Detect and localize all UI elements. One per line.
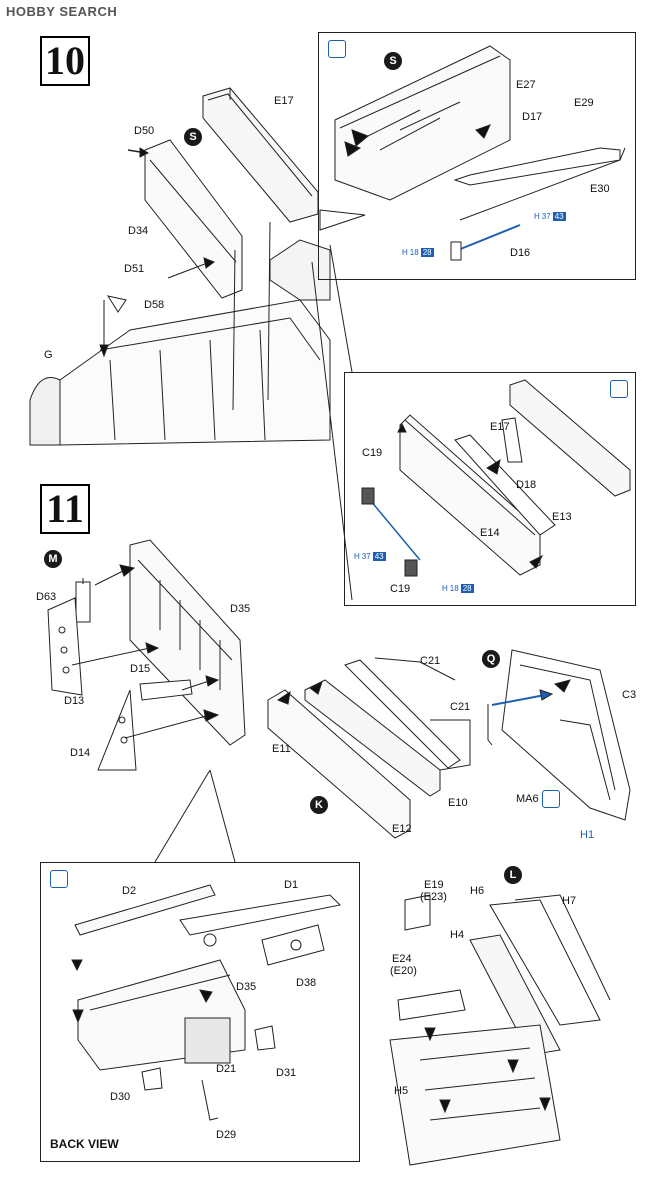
detail-inset-bottom — [344, 372, 636, 606]
paint-brush-icon — [610, 380, 628, 398]
detail-inset-top — [318, 32, 636, 280]
part-label-e10: E10 — [448, 797, 468, 809]
paint-drop-icon — [542, 790, 560, 808]
part-label-g: G — [44, 349, 53, 361]
paint-brush-icon — [50, 870, 68, 888]
part-label-h7: H7 — [562, 895, 577, 907]
part-label-d29: D29 — [216, 1129, 237, 1141]
part-label-d2: D2 — [122, 885, 137, 897]
part-label-d58: D58 — [144, 299, 165, 311]
part-label-e20: (E20) — [390, 965, 417, 977]
paint-brush-icon — [328, 40, 346, 58]
part-label-h4: H4 — [450, 929, 465, 941]
part-label-d35: D35 — [230, 603, 251, 615]
part-label-e17: E17 — [490, 421, 510, 433]
part-label-e19: E19 — [424, 879, 444, 891]
part-label-e27: E27 — [516, 79, 536, 91]
part-label-d15: D15 — [130, 663, 151, 675]
watermark-logo: HOBBY SEARCH — [6, 4, 118, 19]
variant-badge-s: S — [384, 52, 402, 70]
part-label-h6: H6 — [470, 885, 485, 897]
part-label-h1: H1 — [580, 829, 595, 841]
part-label-d50: D50 — [134, 125, 155, 137]
variant-badge-k: K — [310, 796, 328, 814]
part-label-e24: E24 — [392, 953, 412, 965]
part-label-d35: D35 — [236, 981, 257, 993]
part-label-d18: D18 — [516, 479, 537, 491]
part-label-c19: C19 — [390, 583, 411, 595]
part-label-c19: C19 — [362, 447, 383, 459]
variant-badge-s: S — [184, 128, 202, 146]
part-label-c3: C3 — [622, 689, 637, 701]
part-label-d21: D21 — [216, 1063, 237, 1075]
part-label-d16: D16 — [510, 247, 531, 259]
part-label-d38: D38 — [296, 977, 317, 989]
part-label-e11: E11 — [272, 743, 291, 755]
part-label-d1: D1 — [284, 879, 299, 891]
variant-badge-m: M — [44, 550, 62, 568]
variant-badge-l: L — [504, 866, 522, 884]
part-label-e13: E13 — [552, 511, 572, 523]
part-label-e17: E17 — [274, 95, 294, 107]
part-label-e23: (E23) — [420, 891, 447, 903]
part-label-c21: C21 — [420, 655, 441, 667]
part-label-e30: E30 — [590, 183, 610, 195]
part-label-d63: D63 — [36, 591, 57, 603]
part-label-ma6: MA6 — [516, 793, 539, 805]
part-label-e14: E14 — [480, 527, 500, 539]
part-label-d14: D14 — [70, 747, 91, 759]
part-label-c21: C21 — [450, 701, 471, 713]
part-label-d31: D31 — [276, 1067, 297, 1079]
part-label-h5: H5 — [394, 1085, 409, 1097]
part-label-e29: E29 — [574, 97, 594, 109]
part-label-d30: D30 — [110, 1091, 131, 1103]
part-label-d17: D17 — [522, 111, 543, 123]
part-label-d51: D51 — [124, 263, 145, 275]
part-label-d34: D34 — [128, 225, 149, 237]
back-view-inset — [40, 862, 360, 1162]
part-label-d13: D13 — [64, 695, 85, 707]
variant-badge-q: Q — [482, 650, 500, 668]
step-number-11: 11 — [40, 484, 90, 534]
part-label-e12: E12 — [392, 823, 412, 835]
step-number-10: 10 — [40, 36, 90, 86]
back-view-caption: BACK VIEW — [50, 1137, 119, 1151]
